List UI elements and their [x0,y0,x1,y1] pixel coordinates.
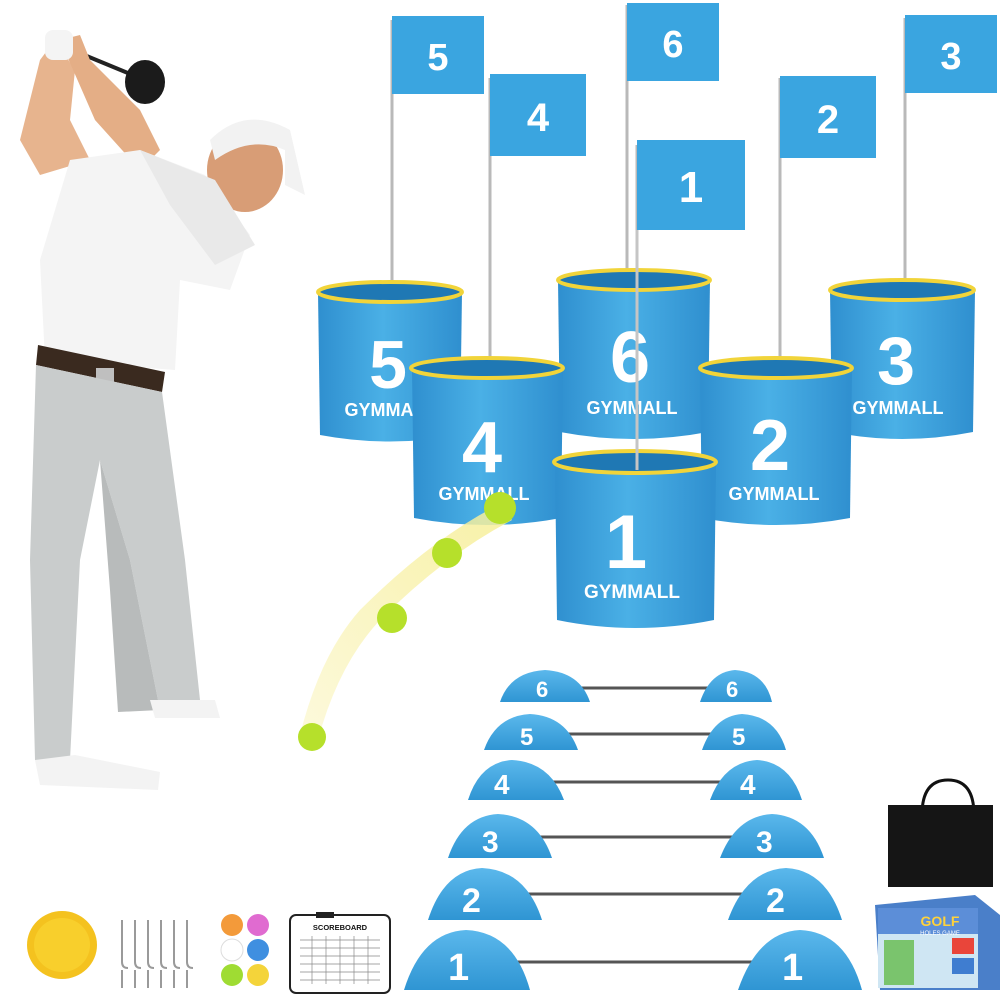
flag-group: 5 6 3 4 2 1 [390,3,997,470]
svg-text:3: 3 [877,323,915,399]
svg-text:2: 2 [462,882,481,920]
svg-text:4: 4 [740,769,756,800]
svg-text:1: 1 [448,947,469,989]
svg-text:HOLES GAME: HOLES GAME [920,931,960,937]
box-icon: GOLF HOLES GAME [875,895,1000,990]
mini-balls [220,914,269,986]
svg-text:GYMMALL: GYMMALL [584,582,680,603]
flag-number: 5 [427,37,448,79]
flag-number: 2 [817,98,839,142]
svg-text:GOLF: GOLF [921,913,960,929]
svg-text:2: 2 [750,406,790,486]
flag-number: 6 [662,24,683,66]
ball-icon [298,723,326,751]
bucket-6: 6 GYMMALL [556,268,712,439]
svg-text:2: 2 [766,882,785,920]
svg-text:1: 1 [605,500,647,585]
bag-icon [888,778,993,887]
svg-text:5: 5 [732,724,745,751]
flag-1 [637,140,745,230]
golfer-figure [20,30,305,790]
svg-text:GYMMALL: GYMMALL [853,398,944,418]
svg-text:4: 4 [462,408,502,488]
bucket-1: 1 GYMMALL [552,449,718,628]
bucket-3: 3 GYMMALL [828,278,976,439]
flag-number: 4 [527,96,550,140]
frisbee-icon [27,911,97,979]
svg-text:1: 1 [782,947,803,989]
flag-5 [392,16,484,94]
svg-text:5: 5 [369,327,407,403]
flag-number: 1 [679,163,703,212]
svg-text:6: 6 [726,677,738,702]
cone-pairs: 6 6 5 5 4 4 3 3 2 2 1 1 [404,670,862,990]
scoreboard: SCOREBOARD [289,912,391,994]
svg-text:GYMMALL: GYMMALL [729,484,820,504]
svg-text:6: 6 [536,677,548,702]
flag-number: 3 [940,36,961,78]
svg-text:5: 5 [520,724,533,751]
bucket-4: 4 GYMMALL [409,356,565,525]
svg-text:GYMMALL: GYMMALL [439,484,530,504]
hook-icon [121,920,194,988]
bucket-2: 2 GYMMALL [698,356,854,525]
ball-icon [377,603,407,633]
svg-text:SCOREBOARD: SCOREBOARD [313,923,368,932]
ball-icon [432,538,462,568]
flag-4 [490,74,586,156]
svg-text:GYMMALL: GYMMALL [587,398,678,418]
flag-3 [905,15,997,93]
svg-text:3: 3 [482,826,499,859]
flag-2 [780,76,876,158]
svg-text:3: 3 [756,826,773,859]
svg-text:6: 6 [610,318,650,398]
ball-trail [298,492,516,751]
flag-6 [627,3,719,81]
ball-icon [484,492,516,524]
svg-text:4: 4 [494,769,510,800]
